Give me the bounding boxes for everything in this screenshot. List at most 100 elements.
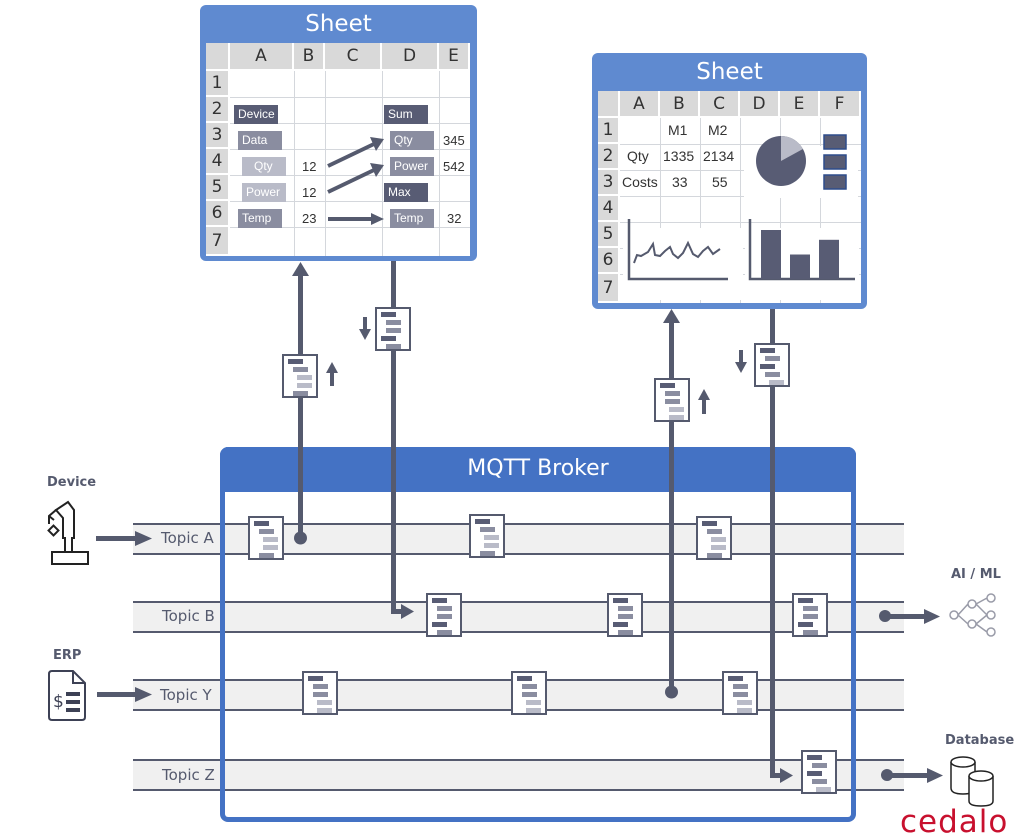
cell-b3[interactable]: 33 bbox=[672, 174, 688, 190]
mqtt-message-icon bbox=[607, 593, 643, 637]
cell-a2[interactable]: Qty bbox=[627, 148, 649, 164]
row-header[interactable]: 4 bbox=[598, 196, 620, 222]
tag-device[interactable]: Device bbox=[234, 105, 278, 124]
col-header[interactable]: F bbox=[820, 91, 861, 118]
row-header[interactable]: 5 bbox=[598, 222, 620, 248]
connector-sheet1-up bbox=[298, 272, 303, 538]
robot-arm-icon[interactable] bbox=[44, 500, 94, 566]
mqtt-message-icon bbox=[426, 593, 462, 637]
col-header[interactable]: D bbox=[382, 43, 439, 71]
row-header[interactable]: 6 bbox=[598, 248, 620, 274]
cell-b1[interactable]: M1 bbox=[668, 122, 688, 138]
topic-label-y[interactable]: Topic Y bbox=[160, 686, 212, 704]
col-header[interactable]: B bbox=[294, 43, 325, 71]
connector-elbow bbox=[770, 773, 784, 778]
tag-qty-sum[interactable]: Qty bbox=[390, 131, 434, 150]
arrowhead-right-icon bbox=[401, 604, 414, 619]
col-header[interactable]: C bbox=[325, 43, 382, 71]
database-label: Database bbox=[945, 733, 1015, 748]
arrow-up-icon bbox=[326, 362, 338, 386]
sheet-left-grid: A B C D E 1 2 3 4 5 6 7 Device Data Qty … bbox=[206, 43, 470, 256]
cell-c3[interactable]: 55 bbox=[712, 174, 728, 190]
ai-arrow bbox=[885, 614, 925, 619]
arrowhead-right-icon bbox=[135, 687, 152, 702]
tag-sum[interactable]: Sum bbox=[384, 105, 428, 124]
tag-temp[interactable]: Temp bbox=[238, 209, 282, 228]
database-icon[interactable] bbox=[948, 755, 1000, 807]
row-header[interactable]: 6 bbox=[206, 201, 230, 227]
cell-b2[interactable]: 1335 bbox=[663, 148, 695, 164]
arrow-down-icon bbox=[359, 317, 371, 340]
cell-e3[interactable]: 345 bbox=[443, 133, 465, 148]
mqtt-message-icon bbox=[792, 593, 828, 637]
sheet-right-grid: A B C D E F 1 2 3 4 5 6 7 M1 M2 Qt bbox=[598, 91, 861, 303]
tag-max[interactable]: Max bbox=[384, 183, 428, 202]
bar-chart-icon bbox=[748, 219, 855, 281]
line-chart-icon bbox=[627, 219, 728, 281]
col-header[interactable]: A bbox=[620, 91, 660, 118]
mqtt-message-icon bbox=[754, 343, 790, 387]
arrowhead-up-icon bbox=[663, 309, 680, 323]
row-header[interactable]: 7 bbox=[598, 274, 620, 303]
legend-icon bbox=[823, 134, 847, 190]
arrowhead-right-icon bbox=[135, 531, 152, 546]
connector-sheet1-down bbox=[391, 447, 396, 612]
arrowhead-right-icon bbox=[924, 609, 940, 624]
col-header[interactable]: D bbox=[740, 91, 780, 118]
row-header[interactable]: 2 bbox=[206, 97, 230, 123]
topic-label-b[interactable]: Topic B bbox=[162, 607, 215, 625]
topic-lane-b bbox=[133, 601, 904, 633]
tag-power-sum[interactable]: Power bbox=[390, 157, 434, 176]
row-header[interactable]: 5 bbox=[206, 175, 230, 201]
connector-sheet2-down bbox=[770, 447, 775, 776]
device-arrow bbox=[96, 536, 136, 541]
row-header[interactable]: 1 bbox=[598, 118, 620, 144]
mqtt-message-icon bbox=[696, 516, 732, 560]
mqtt-message-icon bbox=[248, 516, 284, 560]
row-header[interactable]: 7 bbox=[206, 227, 230, 256]
row-header[interactable]: 3 bbox=[206, 123, 230, 149]
corner-cell bbox=[206, 43, 230, 71]
col-header[interactable]: E bbox=[780, 91, 820, 118]
row-header[interactable]: 4 bbox=[206, 149, 230, 175]
col-header[interactable]: C bbox=[700, 91, 740, 118]
col-header[interactable]: A bbox=[230, 43, 294, 71]
cell-b5[interactable]: 12 bbox=[302, 185, 317, 200]
row-header[interactable]: 2 bbox=[598, 144, 620, 170]
invoice-icon[interactable]: $ bbox=[47, 669, 89, 723]
tag-temp-max[interactable]: Temp bbox=[390, 209, 434, 228]
arrow-down-icon bbox=[735, 350, 747, 373]
cell-e4[interactable]: 542 bbox=[443, 159, 465, 174]
cell-a3[interactable]: Costs bbox=[622, 174, 658, 190]
arrow-qty-icon bbox=[327, 142, 375, 168]
sheet-right-charts bbox=[627, 134, 855, 281]
mqtt-message-icon bbox=[801, 750, 837, 794]
bar bbox=[761, 230, 781, 279]
tag-qty[interactable]: Qty bbox=[242, 157, 286, 176]
sheet-left-arrows bbox=[327, 137, 384, 225]
cell-e6[interactable]: 32 bbox=[447, 211, 462, 226]
arrowhead-right-icon bbox=[927, 768, 943, 783]
tag-power[interactable]: Power bbox=[242, 183, 286, 202]
sheet-left-title: Sheet bbox=[305, 11, 372, 37]
col-header[interactable]: B bbox=[660, 91, 700, 118]
col-header[interactable]: E bbox=[439, 43, 470, 71]
bar bbox=[790, 254, 810, 279]
row-header[interactable]: 1 bbox=[206, 71, 230, 97]
cell-c1[interactable]: M2 bbox=[708, 122, 728, 138]
tag-data[interactable]: Data bbox=[238, 131, 282, 150]
bar bbox=[819, 239, 839, 279]
topic-label-z[interactable]: Topic Z bbox=[162, 766, 215, 784]
cell-b6[interactable]: 23 bbox=[302, 211, 317, 226]
topic-label-a[interactable]: Topic A bbox=[161, 529, 214, 547]
legend-swatch bbox=[823, 134, 847, 150]
row-header[interactable]: 3 bbox=[598, 170, 620, 196]
legend-swatch bbox=[823, 154, 847, 170]
svg-text:$: $ bbox=[53, 692, 64, 712]
cell-b4[interactable]: 12 bbox=[302, 159, 317, 174]
cell-c2[interactable]: 2134 bbox=[703, 148, 735, 164]
neural-network-icon[interactable] bbox=[946, 590, 1000, 640]
sheet-left: Sheet A B C D E 1 2 3 4 5 6 7 Device Dat… bbox=[200, 5, 477, 261]
broker-header: MQTT Broker bbox=[220, 447, 856, 492]
